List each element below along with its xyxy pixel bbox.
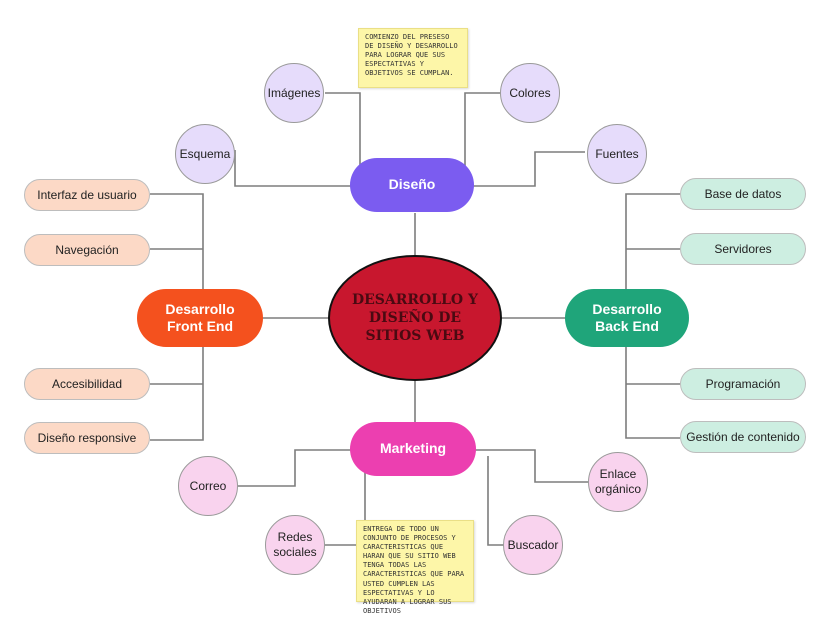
node-base-datos[interactable]: Base de datos <box>680 178 806 210</box>
node-gestion-contenido[interactable]: Gestión de contenido <box>680 421 806 453</box>
node-esquema[interactable]: Esquema <box>175 124 235 184</box>
node-programacion[interactable]: Programación <box>680 368 806 400</box>
central-topic: DESARROLLO Y DISEÑO DE SITIOS WEB <box>328 255 502 381</box>
branch-marketing[interactable]: Marketing <box>350 422 476 476</box>
node-enlace-organico[interactable]: Enlace orgánico <box>588 452 648 512</box>
node-buscador[interactable]: Buscador <box>503 515 563 575</box>
note-top: COMIENZO DEL PRESESO DE DISEÑO Y DESARRO… <box>358 28 468 88</box>
node-imagenes[interactable]: Imágenes <box>264 63 324 123</box>
node-servidores[interactable]: Servidores <box>680 233 806 265</box>
node-interfaz-usuario[interactable]: Interfaz de usuario <box>24 179 150 211</box>
node-navegacion[interactable]: Navegación <box>24 234 150 266</box>
note-bottom: ENTREGA DE TODO UN CONJUNTO DE PROCESOS … <box>356 520 474 615</box>
branch-frontend[interactable]: Desarrollo Front End <box>137 289 263 347</box>
node-diseno-responsive[interactable]: Diseño responsive <box>24 422 150 454</box>
branch-backend[interactable]: Desarrollo Back End <box>565 289 689 347</box>
node-redes-sociales[interactable]: Redes sociales <box>265 515 325 575</box>
branch-diseno[interactable]: Diseño <box>350 158 474 212</box>
node-fuentes[interactable]: Fuentes <box>587 124 647 184</box>
node-colores[interactable]: Colores <box>500 63 560 123</box>
node-accesibilidad[interactable]: Accesibilidad <box>24 368 150 400</box>
node-correo[interactable]: Correo <box>178 456 238 516</box>
